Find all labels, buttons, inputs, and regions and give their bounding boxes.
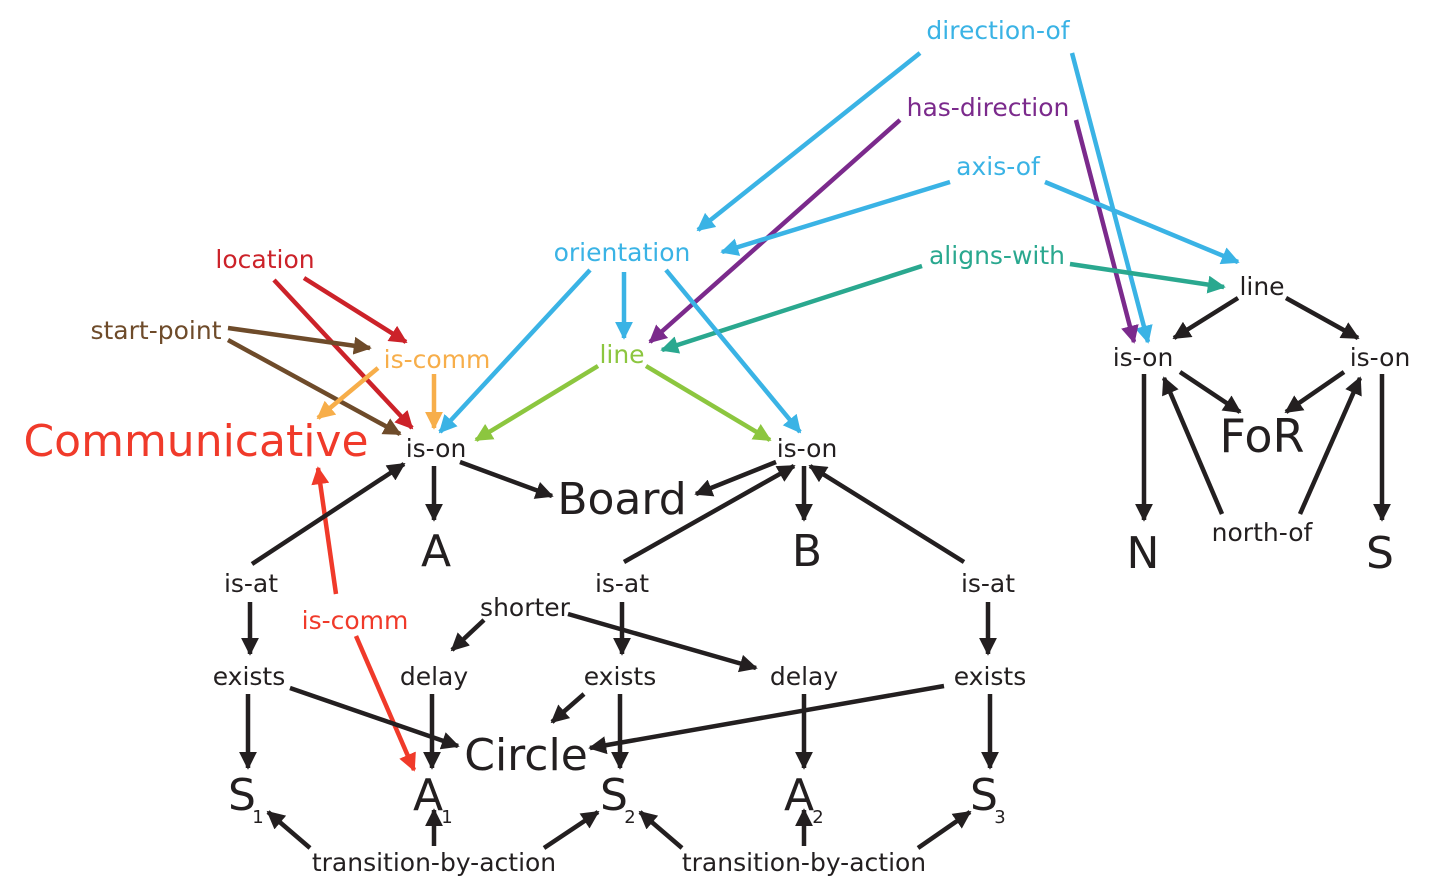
label-action-a2: A [784,770,814,821]
label-s1-subscript: 1 [252,807,263,828]
label-axis-of: axis-of [956,152,1041,181]
label-shorter: shorter [480,593,571,622]
edges [226,51,1391,850]
edge-exists-3-to-circle [588,683,945,755]
label-transition-by-action-2: transition-by-action [682,848,926,877]
label-s3-subscript: 3 [994,807,1005,828]
label-state-s3: S [970,770,998,821]
label-start-point: start-point [90,316,221,345]
edge-line-to-is-on-a [474,364,600,442]
label-circle: Circle [464,730,588,781]
nodes: direction-of has-direction axis-of align… [23,16,1410,877]
edge-shorter-to-delay-1 [450,618,486,652]
edge-is-on-a-to-board [459,459,554,499]
label-direction-of: direction-of [926,16,1070,45]
edge-location-to-is-comm [302,276,408,344]
edge-orientation-to-is-on-b [664,268,802,434]
edge-north-of-to-is-on-n [1161,376,1225,515]
label-state-s1: S [228,770,256,821]
edge-is-at-2-to-is-on-b [622,464,796,564]
edge-line-to-is-on-b [644,364,772,442]
label-node-s: S [1366,528,1394,579]
label-a2-subscript: 2 [812,807,823,828]
label-location: location [215,245,314,274]
edge-location-to-is-on-a [272,278,414,430]
label-delay-2: delay [770,662,839,691]
label-s2-subscript: 2 [624,807,635,828]
label-is-on-s: is-on [1350,343,1411,372]
label-for: FoR [1220,409,1305,463]
label-state-s2: S [600,770,628,821]
label-is-at-2: is-at [595,569,649,598]
edge-axis-of-to-orientation [720,179,951,256]
label-node-n: N [1127,528,1160,579]
label-node-a: A [421,526,451,577]
label-is-on-b: is-on [777,434,838,463]
edge-axis-of-to-line-right [1044,179,1240,265]
label-delay-1: delay [400,662,469,691]
edge-tba-1-to-s2 [542,810,600,850]
label-transition-by-action-1: transition-by-action [312,848,556,877]
edge-direction-of-to-is-on-n [1069,52,1153,344]
label-communicative: Communicative [23,416,368,467]
edge-aligns-with-to-line-right [1069,261,1226,294]
label-action-a1: A [413,770,443,821]
label-is-comm-bottom: is-comm [302,606,409,635]
edge-orientation-to-is-on-a [438,268,592,434]
label-a1-subscript: 1 [441,807,452,828]
label-is-on-a: is-on [406,434,467,463]
label-is-comm-top: is-comm [384,345,491,374]
label-aligns-with: aligns-with [929,241,1065,270]
edge-tba-2-to-s2 [638,810,684,850]
edge-has-direction-to-line [648,118,902,344]
edge-shorter-to-delay-2 [567,611,758,673]
edge-north-of-to-is-on-s [1297,376,1363,515]
edge-is-comm-to-communicative [316,366,380,420]
label-is-on-n: is-on [1113,343,1174,372]
edge-is-on-n-to-for [1178,370,1242,414]
edge-exists-2-to-circle [550,692,586,724]
edge-is-at-1-to-is-on-a [250,462,406,566]
edge-start-point-to-is-on-a [226,338,402,436]
edge-has-direction-to-is-on-n [1073,119,1139,344]
edge-aligns-with-to-line [660,263,923,354]
label-exists-1: exists [213,662,286,691]
edge-start-point-to-is-comm [227,325,372,355]
edge-tba-1-to-s1 [266,810,312,850]
label-node-b: B [792,526,822,577]
label-line-right: line [1239,272,1284,301]
label-is-at-3: is-at [961,569,1015,598]
label-has-direction: has-direction [907,93,1070,122]
edge-tba-2-to-s3 [916,810,972,850]
edge-is-at-3-to-is-on-b [808,464,966,564]
label-exists-2: exists [584,662,657,691]
edge-is-on-b-to-board [694,459,777,497]
label-orientation: orientation [554,238,691,267]
edge-is-comm-bottom-to-communicative [311,466,339,595]
label-north-of: north-of [1212,518,1314,547]
label-is-at-1: is-at [224,569,278,598]
edge-is-comm-bottom-to-a1 [353,635,417,772]
label-line-middle: line [599,340,644,369]
label-exists-3: exists [954,662,1027,691]
edge-line-right-to-is-on-s [1284,296,1360,340]
edge-line-right-to-is-on-n [1172,296,1240,340]
edge-is-on-s-to-for [1284,370,1346,414]
label-board: Board [557,474,686,525]
edge-direction-of-to-orientation [696,51,922,232]
